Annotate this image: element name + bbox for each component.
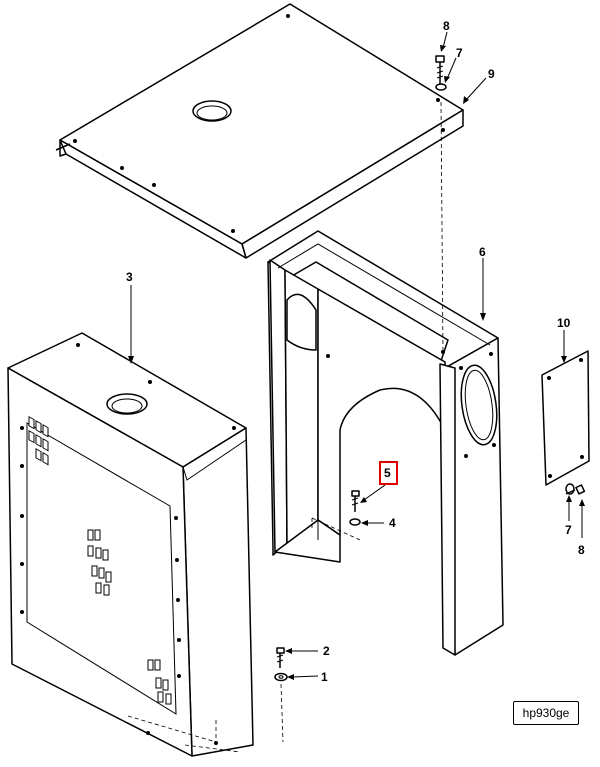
top-screw-hardware: [435, 55, 447, 91]
callout-8-top: 8: [443, 19, 450, 33]
callout-8-side: 8: [578, 543, 585, 557]
side-access-panel: [541, 350, 590, 486]
callout-7-side: 7: [565, 523, 572, 537]
callout-9: 9: [488, 67, 495, 81]
callout-4: 4: [389, 516, 396, 530]
callout-5-highlight: [379, 461, 398, 485]
side-screw-hardware: [565, 483, 586, 495]
frame-screw-hardware: [349, 490, 361, 526]
front-cover: [7, 332, 254, 757]
drawing-id-label: hp930ge: [513, 701, 579, 725]
callout-6: 6: [479, 245, 486, 259]
top-panel: [55, 3, 464, 259]
callout-2: 2: [323, 644, 330, 658]
callout-10: 10: [557, 316, 571, 330]
callout-1: 1: [321, 670, 328, 684]
callout-5: 5: [384, 466, 391, 480]
alignment-line-bottom: [280, 683, 284, 743]
cover-screw-hardware: [274, 647, 288, 682]
callout-arrows: [128, 31, 585, 680]
stand-frame: [267, 230, 504, 656]
callout-7-top: 7: [456, 46, 463, 60]
callout-3: 3: [126, 270, 133, 284]
